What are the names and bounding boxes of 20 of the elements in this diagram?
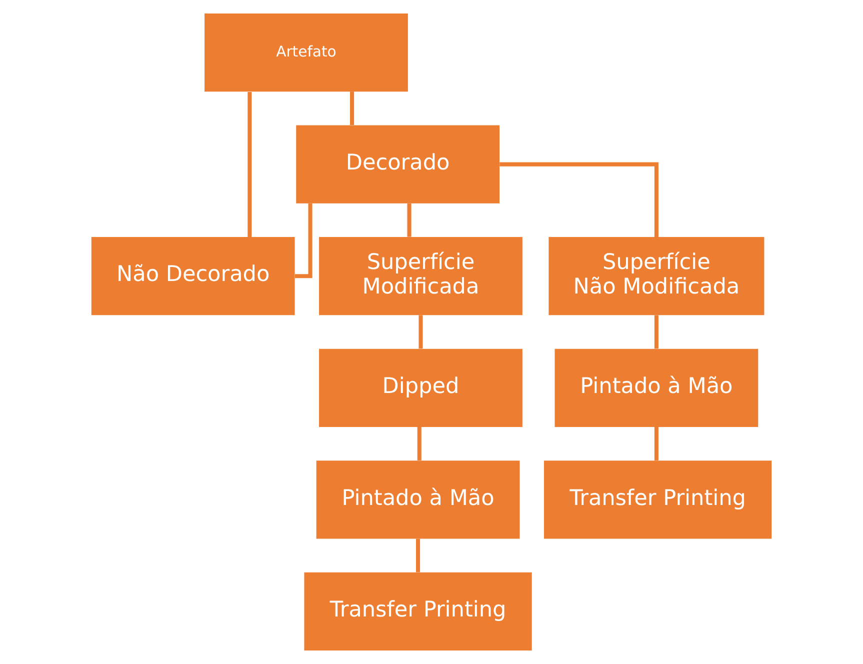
connector xyxy=(418,315,423,349)
node-box: Dipped xyxy=(319,348,522,427)
connector xyxy=(654,427,658,460)
node-box: Não Decorado xyxy=(91,237,295,316)
node-box: Decorado xyxy=(296,125,500,204)
node-box: Superfície Modificada xyxy=(319,237,522,316)
node-box: Transfer Printing xyxy=(544,460,772,539)
connector xyxy=(654,315,658,349)
connector xyxy=(248,92,252,238)
node-box: Superfície Não Modificada xyxy=(548,237,764,316)
node-box: Pintado à Mão xyxy=(316,460,520,539)
connector xyxy=(350,92,354,126)
node-box: Artefato xyxy=(204,13,408,92)
connector xyxy=(500,162,658,237)
connector xyxy=(407,203,412,237)
connector xyxy=(294,203,312,278)
node-box: Pintado à Mão xyxy=(554,348,758,427)
node-box: Transfer Printing xyxy=(304,572,532,651)
connector xyxy=(416,538,420,572)
connector xyxy=(417,427,422,460)
